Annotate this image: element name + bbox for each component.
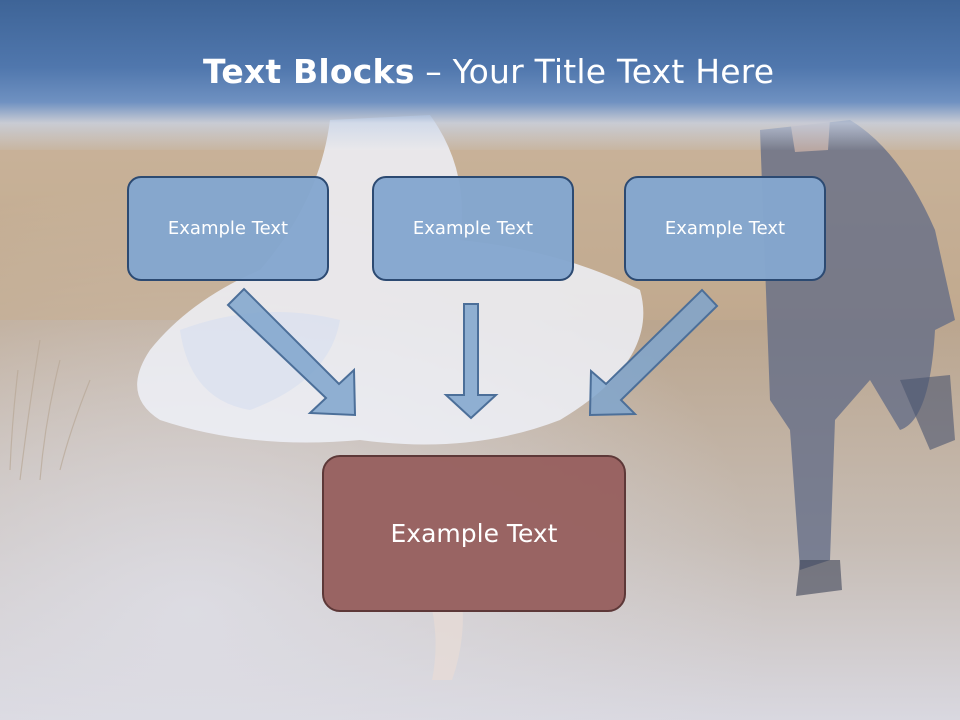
text-block-left-label: Example Text	[167, 218, 289, 239]
title-bold: Text Blocks	[203, 52, 415, 91]
text-block-result-label: Example Text	[390, 519, 558, 548]
title-bar	[0, 0, 960, 150]
text-block-middle[interactable]: Example Text	[372, 176, 574, 281]
slide-title: Text Blocks – Your Title Text Here	[203, 52, 774, 91]
title-rest: Your Title Text Here	[452, 52, 775, 91]
title-dash: –	[414, 52, 453, 91]
text-block-left[interactable]: Example Text	[127, 176, 329, 281]
text-block-result[interactable]: Example Text	[322, 455, 626, 612]
text-block-middle-label: Example Text	[412, 218, 534, 239]
text-block-right[interactable]: Example Text	[624, 176, 826, 281]
text-block-right-label: Example Text	[664, 218, 786, 239]
